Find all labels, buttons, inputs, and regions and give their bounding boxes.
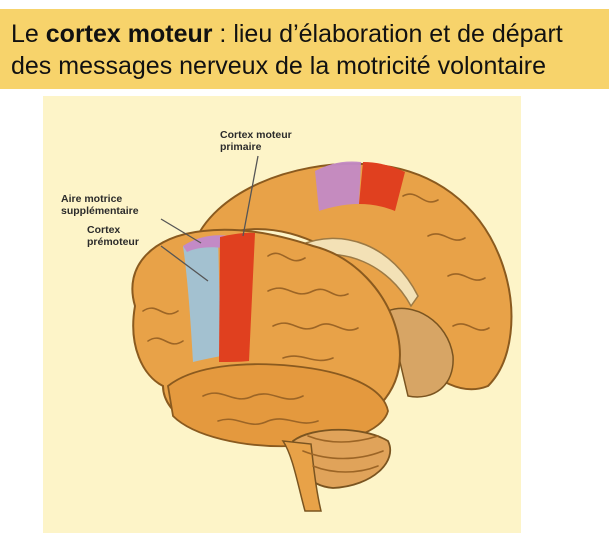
brain-figure: Cortex moteur primaire Aire motrice supp…: [43, 96, 521, 533]
medial-primary-motor: [359, 162, 405, 211]
label-premotor-line2: prémoteur: [87, 236, 139, 248]
label-supplementary-line1: Aire motrice: [61, 193, 123, 205]
medial-supplementary-area: [315, 161, 361, 211]
supplementary-area-lateral: [183, 235, 228, 252]
label-primary-motor: Cortex moteur primaire: [220, 129, 292, 153]
cerebellum-medial: [387, 307, 454, 398]
leader-supplementary: [160, 218, 202, 244]
leader-premotor: [160, 245, 209, 282]
title-prefix: Le: [11, 20, 46, 48]
title-line-2: des messages nerveux de la motricité vol…: [11, 52, 546, 80]
label-primary-line1: Cortex moteur: [220, 129, 292, 141]
leader-lines: [160, 155, 259, 282]
title-banner: Le cortex moteur : lieu d’élaboration et…: [0, 9, 609, 89]
premotor-area: [183, 237, 221, 362]
brain-illustration: [131, 155, 513, 512]
title-line-1: Le cortex moteur : lieu d’élaboration et…: [11, 18, 599, 50]
gyri-texture: [142, 193, 490, 473]
label-supplementary-line2: supplémentaire: [61, 205, 139, 217]
title-emphasis: cortex moteur: [45, 20, 213, 48]
primary-motor-area: [219, 232, 255, 362]
label-premotor: Cortex prémoteur: [87, 224, 139, 248]
label-primary-line2: primaire: [220, 141, 262, 153]
brainstem: [281, 440, 322, 512]
title-line1-rest: : lieu d’élaboration et de départ: [212, 20, 563, 48]
leader-primary: [242, 155, 259, 237]
label-premotor-line1: Cortex: [87, 224, 121, 236]
temporal-lobe: [167, 363, 389, 448]
label-supplementary-motor: Aire motrice supplémentaire: [61, 193, 139, 217]
